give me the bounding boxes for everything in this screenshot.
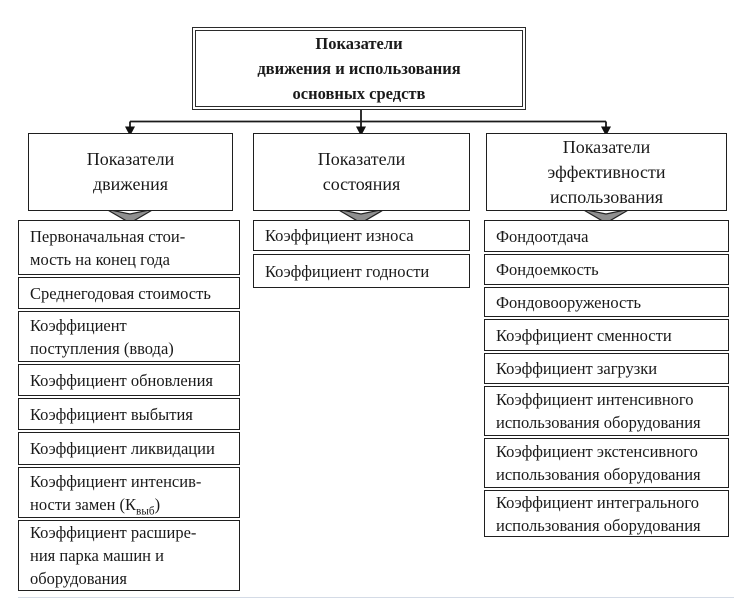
item-load-ratio: Коэффициент загрузки [484, 353, 729, 384]
item-replacement-intensity-ratio: Коэффициент интенсив- ности замен (Квыб) [18, 467, 240, 518]
column-efficiency-indicators: Фондоотдача Фондоемкость Фондовооруженос… [484, 220, 729, 537]
header-efficiency-indicators: Показатели эффективности использования [486, 133, 727, 211]
item-retirement-ratio: Коэффициент выбытия [18, 398, 240, 430]
connector-lines [129, 110, 607, 128]
item-capital-intensity: Фондоемкость [484, 254, 729, 285]
item-serviceability-ratio: Коэффициент годности [253, 254, 470, 288]
root-box-inner-frame: Показатели движения и использования осно… [195, 30, 523, 107]
item-input-ratio: Коэффициент поступления (ввода) [18, 311, 240, 362]
subscript-vyb: выб [136, 504, 155, 517]
item-capital-productivity: Фондоотдача [484, 220, 729, 252]
header-movement-indicators: Показатели движения [28, 133, 233, 211]
diagram-title: Показатели движения и использования осно… [257, 34, 461, 103]
item-avg-annual-cost: Среднегодовая стоимость [18, 277, 240, 309]
item-intensive-use-ratio: Коэффициент интенсивного использования о… [484, 386, 729, 436]
header-condition-indicators: Показатели состояния [253, 133, 470, 211]
column-movement-indicators: Первоначальная стои- мость на конец года… [18, 220, 240, 591]
column-condition-indicators: Коэффициент износа Коэффициент годности [253, 220, 470, 288]
item-fleet-expansion-ratio: Коэффициент расшире- ния парка машин и о… [18, 520, 240, 591]
item-liquidation-ratio: Коэффициент ликвидации [18, 432, 240, 465]
item-renewal-ratio: Коэффициент обновления [18, 364, 240, 396]
root-box: Показатели движения и использования осно… [192, 27, 526, 110]
item-shift-ratio: Коэффициент сменности [484, 319, 729, 351]
item-capital-labor-ratio: Фондовооруженость [484, 287, 729, 317]
item-extensive-use-ratio: Коэффициент экстенсивного использования … [484, 438, 729, 488]
item-integral-use-ratio: Коэффициент интегрального использования … [484, 490, 729, 537]
bottom-divider-line [18, 597, 734, 598]
item-wear-ratio: Коэффициент износа [253, 220, 470, 251]
item-initial-cost: Первоначальная стои- мость на конец года [18, 220, 240, 275]
